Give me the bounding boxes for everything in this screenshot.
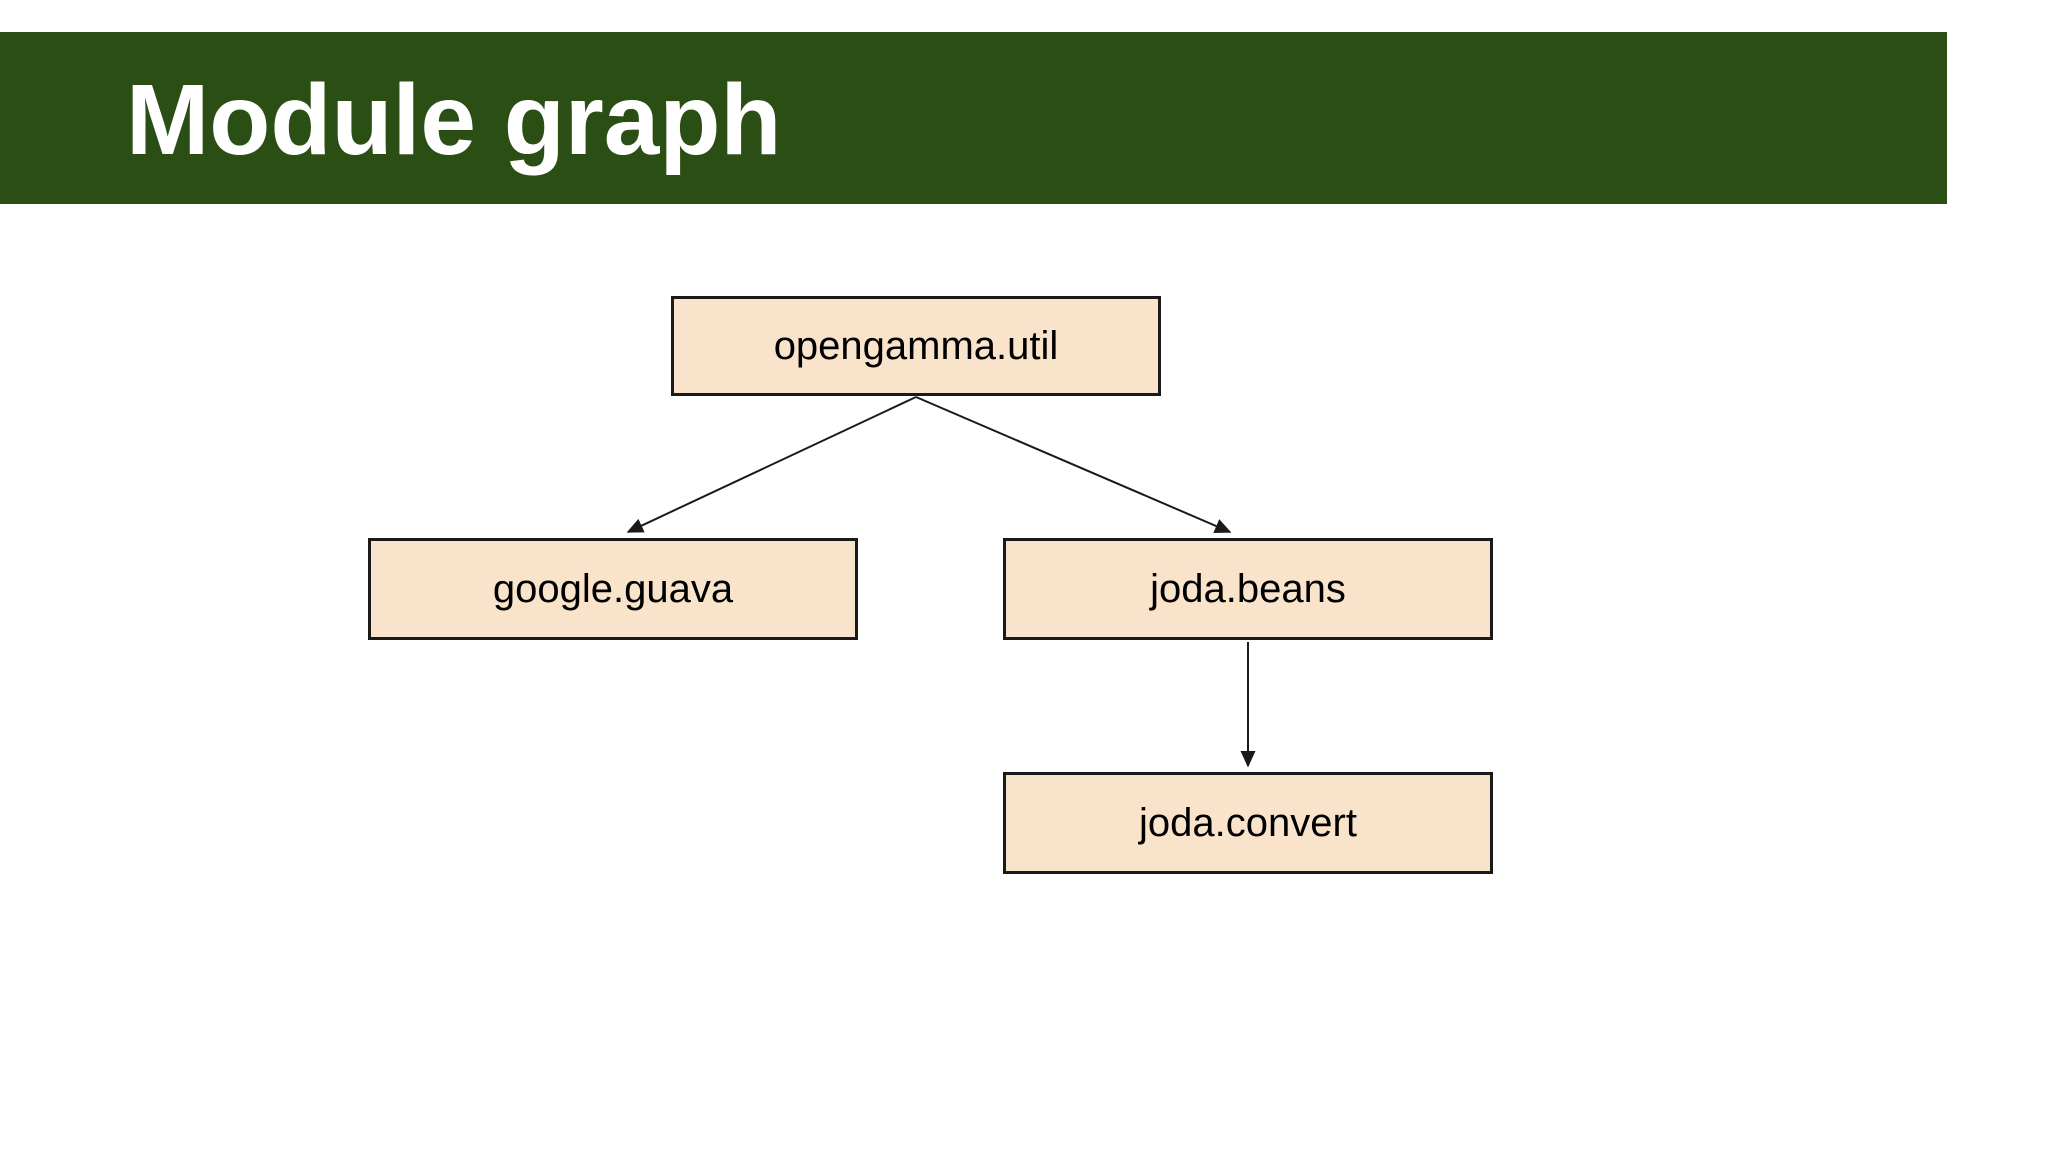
node-label-joda-beans: joda.beans: [1150, 566, 1346, 611]
slide-title: Module graph: [126, 64, 782, 176]
node-joda-convert: joda.convert: [1003, 772, 1493, 874]
edges-layer: [626, 396, 1256, 768]
node-opengamma-util: opengamma.util: [671, 296, 1161, 396]
node-label-opengamma-util: opengamma.util: [773, 323, 1059, 368]
edge-opengamma-to-beans: [915, 396, 1232, 533]
title-bar: Module graph: [0, 32, 1947, 204]
node-label-joda-convert: joda.convert: [1139, 800, 1357, 845]
edge-opengamma-to-guava: [626, 396, 917, 533]
node-joda-beans: joda.beans: [1003, 538, 1493, 640]
node-label-google-guava: google.guava: [492, 566, 734, 611]
module-graph-diagram: opengamma.util google.guava joda.beans j…: [0, 204, 2048, 1152]
node-google-guava: google.guava: [368, 538, 858, 640]
